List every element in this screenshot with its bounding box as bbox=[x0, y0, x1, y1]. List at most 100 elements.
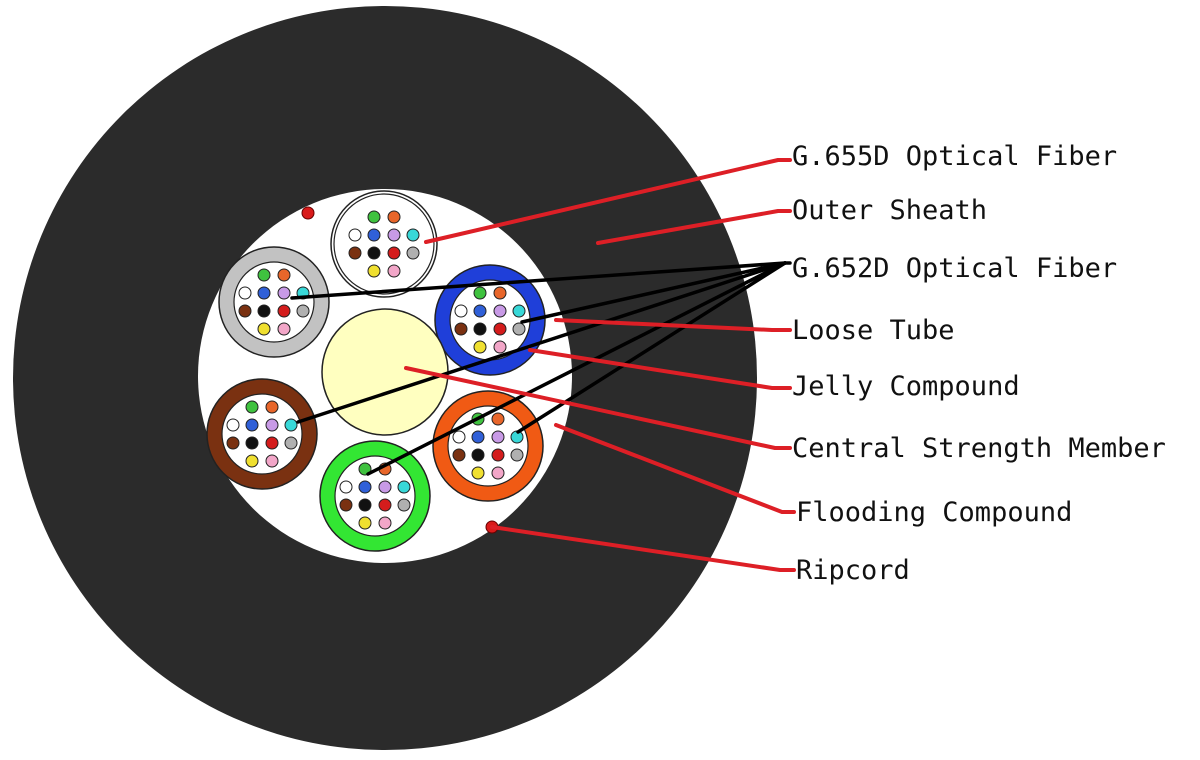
loose-tube-g655d bbox=[330, 190, 438, 298]
label-jelly-compound: Jelly Compound bbox=[792, 371, 1020, 402]
optical-fiber bbox=[245, 400, 259, 414]
optical-fiber bbox=[277, 322, 291, 336]
optical-fiber bbox=[471, 430, 485, 444]
label-loose-tube: Loose Tube bbox=[792, 315, 955, 346]
leader-g652d-fiber-2 bbox=[520, 261, 787, 324]
optical-fiber bbox=[493, 322, 507, 336]
leader-lines bbox=[290, 158, 796, 572]
optical-fiber bbox=[238, 286, 252, 300]
jelly-compound-fill bbox=[221, 393, 303, 475]
optical-fiber bbox=[358, 462, 372, 476]
jelly-compound-fill bbox=[233, 261, 315, 343]
optical-fiber bbox=[473, 340, 487, 354]
optical-fiber bbox=[473, 286, 487, 300]
loose-tube-brown bbox=[206, 378, 318, 490]
optical-fiber bbox=[348, 246, 362, 260]
optical-fiber bbox=[452, 430, 466, 444]
optical-fiber bbox=[491, 412, 505, 426]
optical-fiber bbox=[284, 418, 298, 432]
leader-g652d-fiber-3 bbox=[296, 261, 787, 424]
optical-fiber bbox=[510, 448, 524, 462]
optical-fiber bbox=[471, 466, 485, 480]
optical-fiber bbox=[387, 246, 401, 260]
jelly-compound-fill bbox=[334, 455, 416, 537]
leader-flooding-compound bbox=[554, 423, 796, 514]
optical-fiber bbox=[265, 418, 279, 432]
optical-fiber bbox=[491, 466, 505, 480]
label-ripcord: Ripcord bbox=[796, 555, 910, 586]
loose-tube-blue bbox=[434, 264, 546, 376]
optical-fiber bbox=[512, 322, 526, 336]
optical-fiber bbox=[265, 400, 279, 414]
label-flooding-compound: Flooding Compound bbox=[796, 497, 1073, 528]
optical-fiber bbox=[245, 436, 259, 450]
optical-fiber bbox=[378, 498, 392, 512]
leader-g655d-optical-fiber bbox=[424, 158, 792, 244]
ripcord-top bbox=[301, 206, 315, 220]
jelly-compound-fill bbox=[447, 405, 529, 487]
optical-fiber bbox=[257, 268, 271, 282]
optical-fiber bbox=[473, 322, 487, 336]
optical-fiber bbox=[493, 286, 507, 300]
optical-fiber bbox=[471, 448, 485, 462]
optical-fiber bbox=[245, 418, 259, 432]
optical-fiber bbox=[491, 448, 505, 462]
optical-fiber bbox=[473, 304, 487, 318]
optical-fiber bbox=[454, 322, 468, 336]
optical-fiber bbox=[406, 246, 420, 260]
label-g652d-optical-fiber: G.652D Optical Fiber bbox=[792, 253, 1118, 284]
optical-fiber bbox=[238, 304, 252, 318]
label-g655d-optical-fiber: G.655D Optical Fiber bbox=[792, 141, 1118, 172]
leader-loose-tube bbox=[554, 318, 792, 332]
optical-fiber bbox=[284, 436, 298, 450]
optical-fiber bbox=[257, 322, 271, 336]
optical-fiber bbox=[493, 340, 507, 354]
optical-fiber bbox=[265, 454, 279, 468]
label-central-strength-member: Central Strength Member bbox=[792, 433, 1166, 464]
leader-g652d-fiber-5 bbox=[366, 261, 787, 476]
optical-fiber bbox=[397, 498, 411, 512]
jelly-compound-fill bbox=[449, 279, 531, 361]
optical-fiber bbox=[378, 480, 392, 494]
loose-tube-gray bbox=[218, 246, 330, 358]
optical-fiber bbox=[339, 498, 353, 512]
optical-fiber bbox=[265, 436, 279, 450]
optical-fiber bbox=[367, 228, 381, 242]
optical-fiber bbox=[367, 246, 381, 260]
optical-fiber bbox=[348, 228, 362, 242]
optical-fiber bbox=[226, 436, 240, 450]
optical-fiber bbox=[452, 448, 466, 462]
optical-fiber bbox=[277, 286, 291, 300]
jelly-compound-fill bbox=[333, 193, 435, 295]
optical-fiber bbox=[378, 516, 392, 530]
optical-fiber bbox=[367, 264, 381, 278]
optical-fiber bbox=[387, 264, 401, 278]
optical-fiber bbox=[406, 228, 420, 242]
optical-fiber bbox=[367, 210, 381, 224]
optical-fiber bbox=[277, 268, 291, 282]
loose-tube-green bbox=[319, 440, 431, 552]
loose-tube-orange bbox=[432, 390, 544, 502]
optical-fiber bbox=[277, 304, 291, 318]
optical-fiber bbox=[245, 454, 259, 468]
leader-jelly-compound bbox=[528, 348, 792, 390]
optical-fiber bbox=[358, 516, 372, 530]
optical-fiber bbox=[226, 418, 240, 432]
optical-fiber bbox=[454, 304, 468, 318]
optical-fiber bbox=[296, 304, 310, 318]
optical-fiber bbox=[397, 480, 411, 494]
leader-ripcord bbox=[490, 525, 796, 572]
label-outer-sheath: Outer Sheath bbox=[792, 195, 988, 226]
loose-tubes bbox=[206, 190, 546, 552]
optical-fiber bbox=[257, 304, 271, 318]
leader-g652d-fiber-1 bbox=[290, 261, 787, 300]
optical-fiber bbox=[493, 304, 507, 318]
optical-fiber bbox=[257, 286, 271, 300]
leader-central-strength-member bbox=[404, 366, 792, 450]
leader-outer-sheath bbox=[596, 209, 792, 245]
optical-fiber bbox=[491, 430, 505, 444]
optical-fiber bbox=[358, 498, 372, 512]
optical-fiber bbox=[512, 304, 526, 318]
optical-fiber bbox=[387, 210, 401, 224]
